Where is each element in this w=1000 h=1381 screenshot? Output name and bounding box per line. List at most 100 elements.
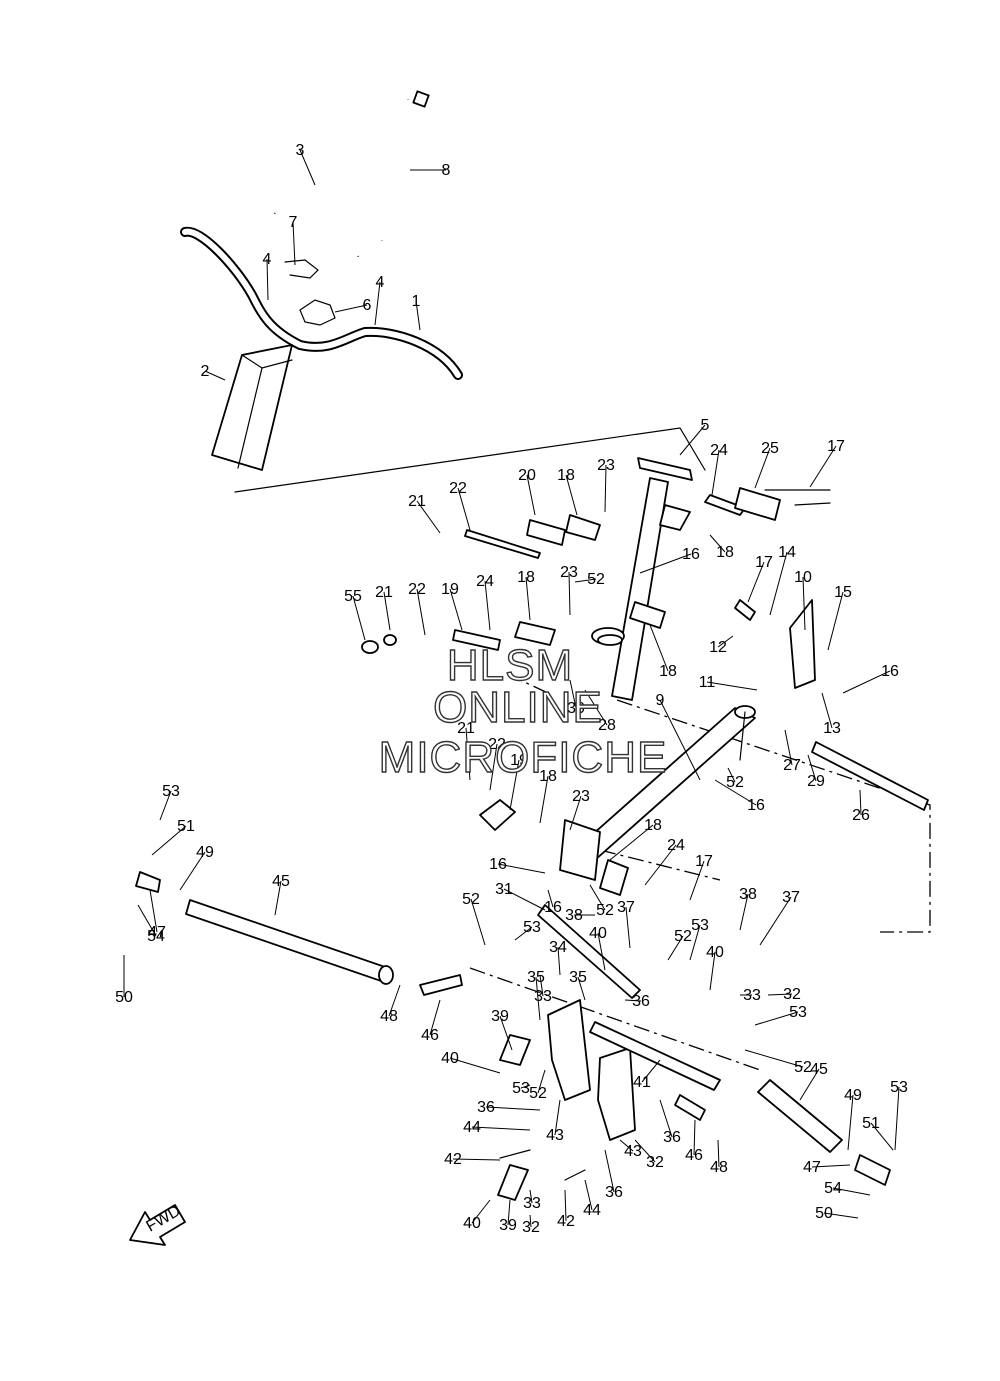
leader-line <box>709 951 716 991</box>
callout-label: 52 <box>587 571 605 588</box>
callout-label: 36 <box>663 1129 681 1146</box>
callout-label: 52 <box>529 1085 547 1102</box>
leader-line <box>811 1164 851 1168</box>
leader-line <box>747 561 765 603</box>
leader-lines <box>123 149 900 1228</box>
callout-label: 7 <box>289 214 298 231</box>
callout-label: 40 <box>441 1050 459 1067</box>
callout-label: 17 <box>827 438 845 455</box>
callout-label: 23 <box>560 564 578 581</box>
callout-label: 53 <box>523 919 541 936</box>
callout-label: 52 <box>596 902 614 919</box>
leader-line <box>767 993 793 996</box>
callout-label: 24 <box>667 837 685 854</box>
callout-label: 17 <box>695 853 713 870</box>
leader-line <box>449 588 463 631</box>
steering-column <box>574 457 756 861</box>
leader-line <box>484 580 491 631</box>
leader-line <box>799 1068 820 1101</box>
leader-line <box>659 699 701 781</box>
callout-label: 13 <box>823 720 841 737</box>
leader-line <box>711 449 720 496</box>
leader-line <box>137 904 157 937</box>
callout-label: 18 <box>659 663 677 680</box>
callout-label: 35 <box>569 969 587 986</box>
leader-line <box>759 896 792 946</box>
leader-line <box>693 1119 696 1156</box>
callout-label: 49 <box>844 1087 862 1104</box>
callout-label: 22 <box>408 581 426 598</box>
callout-label: 44 <box>463 1119 481 1136</box>
callout-label: 51 <box>177 818 195 835</box>
leader-line <box>452 1158 501 1161</box>
leader-line <box>503 888 546 911</box>
leader-line <box>667 935 684 961</box>
leader-line <box>754 447 771 489</box>
callout-label: 37 <box>782 889 800 906</box>
callout-label: 9 <box>656 692 665 709</box>
leader-line <box>609 824 654 861</box>
callout-label: 2 <box>201 363 210 380</box>
leader-line <box>383 591 391 631</box>
leader-line <box>507 1199 511 1226</box>
callout-label: 52 <box>462 891 480 908</box>
callout-label: 52 <box>794 1059 812 1076</box>
leader-line <box>334 304 368 313</box>
callout-label: 47 <box>148 924 166 941</box>
callout-label: 32 <box>522 1219 540 1236</box>
leader-line <box>802 576 806 631</box>
leader-line <box>415 300 421 331</box>
leader-line <box>416 588 426 636</box>
callout-label: 29 <box>807 773 825 790</box>
hose-assembly <box>180 90 463 471</box>
callout-label: 47 <box>803 1159 821 1176</box>
leader-line <box>784 729 793 766</box>
leader-line <box>644 844 677 886</box>
leader-line <box>529 1189 533 1204</box>
leader-line <box>568 571 571 616</box>
callout-label: 50 <box>115 989 133 1006</box>
leader-line <box>821 692 833 729</box>
leader-line <box>659 1099 673 1138</box>
callout-label: 51 <box>862 1115 880 1132</box>
leader-line <box>842 670 891 694</box>
leader-line <box>204 370 226 381</box>
watermark-line-1: HLSM <box>447 641 573 690</box>
leader-line <box>823 1212 859 1219</box>
callout-label: 23 <box>572 788 590 805</box>
callout-label: 38 <box>565 907 583 924</box>
leader-line <box>689 860 705 901</box>
leader-line <box>744 1049 804 1068</box>
watermark: HLSM ONLINE MICROFICHE <box>378 640 667 782</box>
leader-line <box>706 681 758 691</box>
callout-label: 4 <box>263 251 272 268</box>
leader-line <box>847 1094 854 1151</box>
callout-label: 16 <box>544 899 562 916</box>
leader-line <box>565 474 578 516</box>
fwd-arrow: FWD <box>129 1203 186 1246</box>
leader-line <box>535 976 541 1021</box>
leader-line <box>489 743 498 791</box>
callout-label: 32 <box>646 1154 664 1171</box>
linkage-upper <box>361 487 831 896</box>
callout-label: 32 <box>783 986 801 1003</box>
leader-line <box>564 1189 567 1222</box>
callout-label: 48 <box>380 1008 398 1025</box>
callout-label: 18 <box>517 569 535 586</box>
leader-line <box>520 1084 531 1089</box>
callout-label: 4 <box>376 274 385 291</box>
leader-line <box>539 974 544 997</box>
leader-line <box>807 754 817 782</box>
callout-label: 16 <box>881 663 899 680</box>
callout-label: 23 <box>597 457 615 474</box>
callout-label: 22 <box>449 480 467 497</box>
callout-label: 1 <box>412 293 421 310</box>
leader-line <box>604 464 607 513</box>
callout-label: 46 <box>685 1147 703 1164</box>
callout-label: 5 <box>701 417 710 434</box>
leader-line <box>465 727 471 781</box>
callout-label: 31 <box>495 881 513 898</box>
leader-line <box>859 789 862 816</box>
callout-label: 25 <box>761 440 779 457</box>
